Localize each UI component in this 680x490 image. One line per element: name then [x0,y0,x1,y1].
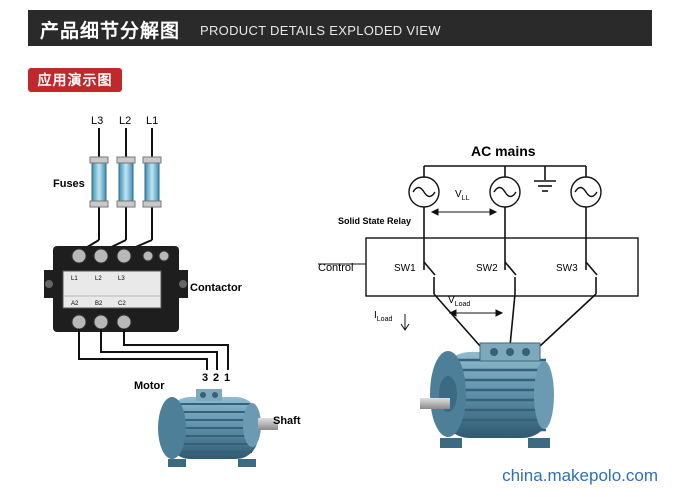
iload-arrow [400,314,410,331]
fuse-l1 [142,156,162,208]
relay-top-label-2: L2 [95,276,102,282]
header-bar: 产品细节分解图 PRODUCT DETAILS EXPLODED VIEW [28,10,652,46]
vload-label: VLoad [448,295,470,308]
motor-label: Motor [134,380,165,392]
header-title-en: PRODUCT DETAILS EXPLODED VIEW [200,23,441,38]
ac-source-icon-3 [570,176,602,208]
ac-mains-wiring [423,165,598,347]
watermark: china.makepolo.com [502,466,658,485]
vload-arrow [448,309,504,317]
motor-left [158,389,278,467]
ac-source-icon-1 [408,176,440,208]
iload-label: ILoad [374,310,392,323]
contactor-relay [44,246,188,332]
ac-source-icon-2 [489,176,521,208]
shaft-label: Shaft [273,415,301,427]
control-label: Control [318,262,353,274]
ssr-label: Solid State Relay [338,216,411,226]
relay-bottom-label-2: B2 [95,301,103,307]
vll-arrow [430,208,498,216]
ssr-box [365,237,639,297]
phase-label-l1: L1 [146,115,158,127]
relay-top-label-1: L1 [71,276,78,282]
vll-label: VLL [455,189,470,202]
fuse-l3 [89,156,109,208]
motor-right [420,342,554,448]
relay-top-label-3: L3 [118,276,125,282]
fuse-l2 [116,156,136,208]
switch-label-sw2: SW2 [476,263,498,274]
motor-wires [78,329,229,370]
supply-wires [78,128,153,253]
relay-bottom-label-3: C2 [118,301,126,307]
ac-mains-label: AC mains [471,143,536,159]
motor-terminal-2: 2 [213,372,219,384]
motor-terminal-1: 1 [224,372,230,384]
motor-terminal-3: 3 [202,372,208,384]
ground-icon [534,180,556,192]
phase-label-l2: L2 [119,115,131,127]
switch-label-sw3: SW3 [556,263,578,274]
header-title-cn: 产品细节分解图 [40,21,181,42]
relay-bottom-label-1: A2 [71,301,79,307]
switch-label-sw1: SW1 [394,263,416,274]
phase-label-l3: L3 [91,115,103,127]
contactor-label: Contactor [190,282,243,294]
application-tag: 应用演示图 [28,68,122,92]
fuses-label: Fuses [53,178,85,190]
